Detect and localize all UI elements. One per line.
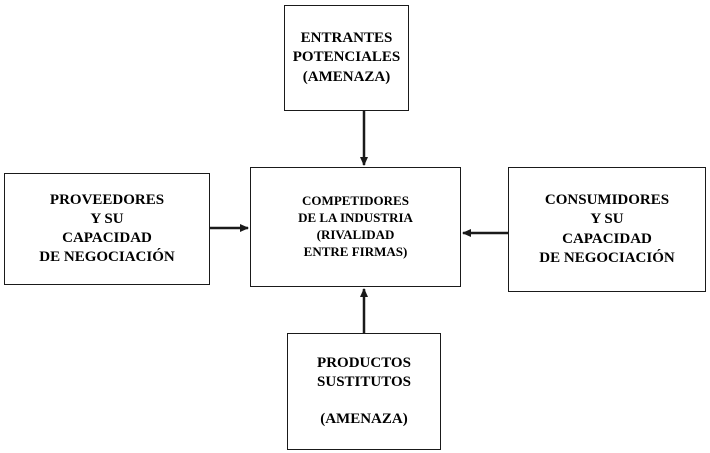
node-line: COMPETIDORES — [302, 193, 409, 209]
node-proveedores: PROVEEDORES Y SU CAPACIDAD DE NEGOCIACIÓ… — [4, 173, 210, 285]
node-line: PRODUCTOS — [317, 354, 411, 371]
node-line: Y SU — [90, 210, 124, 227]
node-consumidores-label: CONSUMIDORES Y SU CAPACIDAD DE NEGOCIACI… — [539, 191, 674, 268]
node-productos-sustitutos-label: PRODUCTOS SUSTITUTOS (AMENAZA) — [317, 354, 411, 430]
node-line: PROVEEDORES — [49, 191, 165, 208]
node-line: SUSTITUTOS — [317, 373, 411, 390]
node-competidores: COMPETIDORES DE LA INDUSTRIA (RIVALIDAD … — [250, 167, 461, 287]
node-line: Y SU — [590, 211, 624, 228]
node-line-spacer — [317, 392, 411, 410]
node-competidores-label: COMPETIDORES DE LA INDUSTRIA (RIVALIDAD … — [298, 193, 413, 261]
node-line: DE NEGOCIACIÓN — [39, 249, 175, 266]
node-entrantes-potenciales-label: ENTRANTES POTENCIALES (AMENAZA) — [293, 29, 401, 87]
node-line: (RIVALIDAD — [316, 227, 395, 242]
node-line: DE LA INDUSTRIA — [298, 210, 413, 226]
node-line: CONSUMIDORES — [544, 192, 670, 209]
node-entrantes-potenciales: ENTRANTES POTENCIALES (AMENAZA) — [284, 5, 409, 111]
node-productos-sustitutos: PRODUCTOS SUSTITUTOS (AMENAZA) — [287, 333, 441, 450]
node-consumidores: CONSUMIDORES Y SU CAPACIDAD DE NEGOCIACI… — [508, 167, 706, 292]
node-line: POTENCIALES — [292, 49, 401, 66]
node-line: ENTRE FIRMAS) — [303, 243, 408, 259]
node-line: (AMENAZA) — [320, 411, 408, 428]
node-line: DE NEGOCIACIÓN — [539, 249, 675, 266]
node-line: CAPACIDAD — [562, 230, 652, 247]
node-line: (AMENAZA) — [302, 68, 391, 85]
node-proveedores-label: PROVEEDORES Y SU CAPACIDAD DE NEGOCIACIÓ… — [39, 191, 174, 268]
node-line: CAPACIDAD — [62, 230, 152, 246]
node-line: ENTRANTES — [300, 30, 393, 47]
